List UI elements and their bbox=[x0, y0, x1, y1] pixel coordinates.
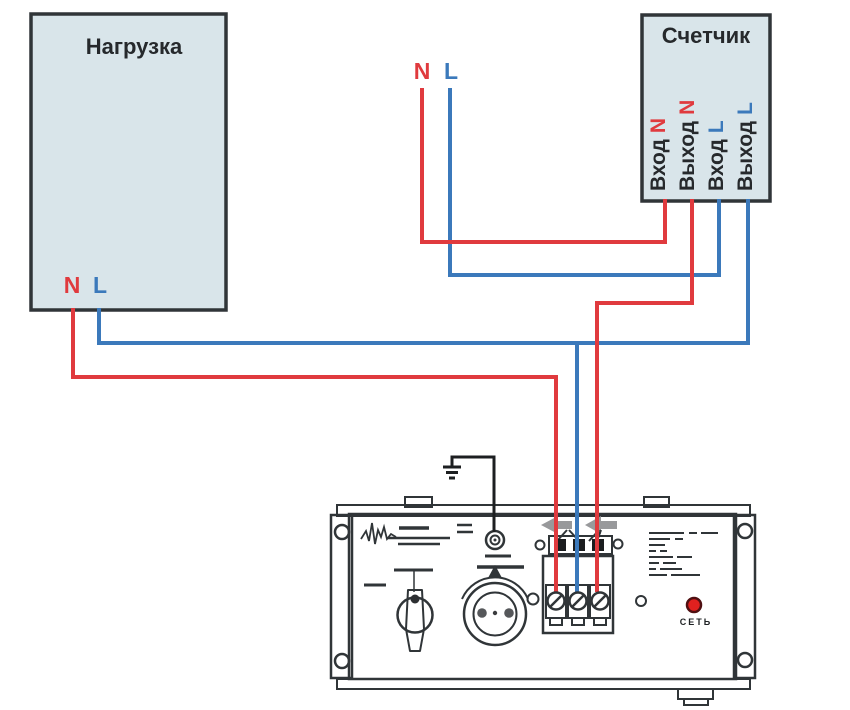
wire-mains-n-to-meter-input bbox=[420, 88, 667, 244]
brand-waveform-icon bbox=[360, 522, 397, 545]
terminal-tab bbox=[549, 617, 563, 626]
device-foot bbox=[683, 698, 709, 706]
terminal-screw-slot bbox=[593, 594, 607, 608]
socket-recess bbox=[472, 591, 518, 637]
meter-terminal-phase: N bbox=[676, 100, 699, 115]
socket-arc bbox=[461, 576, 529, 600]
meter-terminal-phase: L bbox=[705, 120, 728, 133]
wire-load-n-to-stabilizer bbox=[71, 308, 558, 592]
meter-terminal-phase: L bbox=[734, 102, 757, 115]
rotary-switch-pivot bbox=[410, 594, 420, 604]
meter-terminal-word: Выход bbox=[734, 121, 757, 191]
panel-hole bbox=[612, 538, 624, 550]
socket-pin-hole bbox=[504, 608, 514, 618]
terminal-screw bbox=[590, 591, 610, 611]
terminal-screw bbox=[546, 591, 566, 611]
load-box-outline bbox=[29, 12, 228, 312]
wire-meter-output-n-to-stabilizer bbox=[595, 199, 694, 592]
ground-wire bbox=[450, 455, 496, 532]
meter-terminal-input-n: Вход N bbox=[647, 118, 670, 191]
meter-terminal-word: Вход bbox=[705, 139, 728, 191]
socket-center-dot bbox=[492, 610, 498, 616]
panel-hole bbox=[635, 595, 647, 607]
device-foot bbox=[677, 688, 714, 700]
terminal-tab bbox=[593, 617, 607, 626]
spec-text-lines bbox=[649, 532, 718, 576]
rotary-switch-lever bbox=[405, 589, 425, 652]
terminal-screws bbox=[546, 591, 610, 611]
corner-screw bbox=[736, 651, 754, 669]
panel-hole bbox=[534, 539, 546, 551]
ground-terminal-dot bbox=[493, 538, 497, 542]
meter-box-title: Счетчик bbox=[662, 23, 751, 48]
load-box: Нагрузка N L bbox=[29, 12, 228, 312]
wire-meter-output-l-to-load bbox=[97, 199, 750, 345]
terminal-screw-slot bbox=[549, 594, 563, 608]
stabilizer-unit: СЕТЬ bbox=[329, 496, 757, 706]
meter-terminal-input-l: Вход L bbox=[705, 120, 728, 191]
power-led bbox=[685, 596, 703, 614]
meter-terminal-output-l: Выход L bbox=[734, 102, 757, 191]
mains-l-label: L bbox=[444, 58, 458, 84]
mains-labels: N L bbox=[414, 58, 458, 84]
socket-outer bbox=[462, 581, 528, 647]
load-terminal-l-label: L bbox=[93, 272, 107, 298]
terminal-tab bbox=[571, 617, 585, 626]
power-led-label: СЕТЬ bbox=[680, 617, 712, 627]
earth-ground-symbol bbox=[443, 465, 461, 480]
load-box-title: Нагрузка bbox=[86, 34, 183, 59]
meter-box-outline bbox=[640, 13, 772, 203]
terminal-screw-slot bbox=[571, 594, 585, 608]
corner-screw bbox=[333, 652, 351, 670]
meter-terminal-output-n: Выход N bbox=[676, 100, 699, 191]
ground-terminal-inner bbox=[489, 534, 501, 546]
meter-terminal-word: Выход bbox=[676, 121, 699, 191]
socket-arrow-icon bbox=[488, 565, 502, 578]
panel-hole bbox=[526, 592, 540, 606]
terminal-screw bbox=[568, 591, 588, 611]
mounting-tab bbox=[404, 496, 433, 508]
mains-n-label: N bbox=[414, 58, 431, 84]
chassis-top-edge bbox=[336, 504, 751, 517]
mounting-tab bbox=[643, 496, 670, 508]
corner-screw bbox=[333, 523, 351, 541]
meter-terminal-word: Вход bbox=[647, 139, 670, 191]
load-terminal-n-label: N bbox=[64, 272, 81, 298]
meter-terminal-phase: N bbox=[647, 118, 670, 133]
wire-mains-l-to-meter-input bbox=[448, 88, 721, 277]
wire-direction-arrow bbox=[585, 516, 617, 534]
meter-box: Счетчик Вход N Выход N Вход L Выход L bbox=[640, 13, 772, 203]
corner-screw bbox=[736, 522, 754, 540]
chassis-bottom-edge bbox=[336, 678, 751, 690]
cable-clamp-strip bbox=[548, 535, 613, 555]
wiring bbox=[71, 88, 750, 592]
socket-pin-hole bbox=[477, 608, 487, 618]
